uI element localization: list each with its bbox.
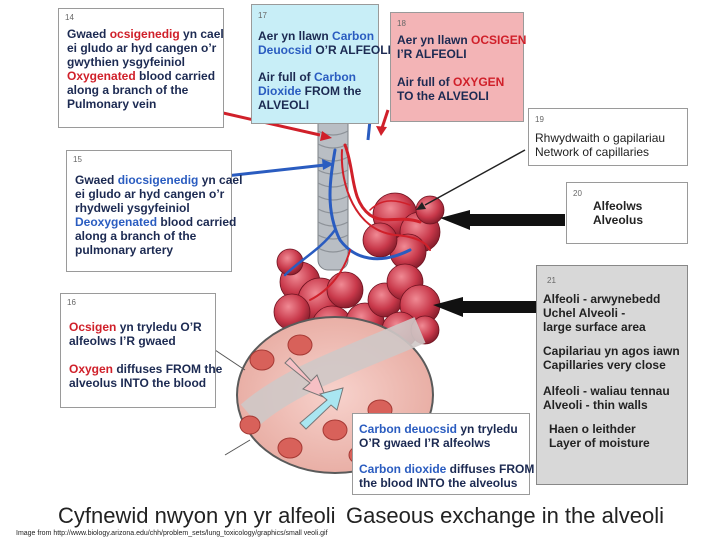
box-number: 19: [535, 115, 544, 124]
box-air-oxygen: 18 Aer yn llawn OCSIGEN I’R ALFEOLI Air …: [390, 12, 526, 122]
box-oxygen-diffusion: 16 Ocsigen yn tryledu O’R alfeolws I’R g…: [60, 293, 222, 408]
capillary-network: [283, 143, 431, 301]
box-number: 15: [73, 155, 82, 164]
box-oxygenated-blood: 14 Gwaed ocsigenedig yn cael ei gludo ar…: [58, 8, 224, 128]
title-welsh: Cyfnewid nwyon yn yr alfeoli: [58, 503, 336, 528]
box-number: 21: [547, 276, 556, 285]
box-alveolus: 20 Alfeolws Alveolus: [566, 182, 688, 244]
box-number: 16: [67, 298, 76, 307]
box-carbon-dioxide-diffusion: Carbon deuocsid yn tryledu O’R gwaed I’R…: [352, 413, 534, 495]
box-number: 20: [573, 189, 582, 198]
box-number: 18: [397, 19, 406, 28]
box-air-carbon-dioxide: 17 Aer yn llawn Carbon Deuocsid O’R ALFE…: [251, 4, 391, 124]
box-capillary-network: 19 Rhwydwaith o gapilariau Network of ca…: [528, 108, 688, 166]
box-number: 14: [65, 13, 74, 22]
box-deoxygenated-blood: 15 Gwaed diocsigenedig yn cael ei gludo …: [66, 150, 242, 272]
box-number: 17: [258, 11, 267, 20]
box-adaptations: 21 Alfeoli - arwynebedd Uchel Alveoli - …: [536, 265, 688, 485]
title-english: Gaseous exchange in the alveoli: [346, 503, 664, 528]
image-source-credit: Image from http://www.biology.arizona.ed…: [16, 530, 328, 537]
